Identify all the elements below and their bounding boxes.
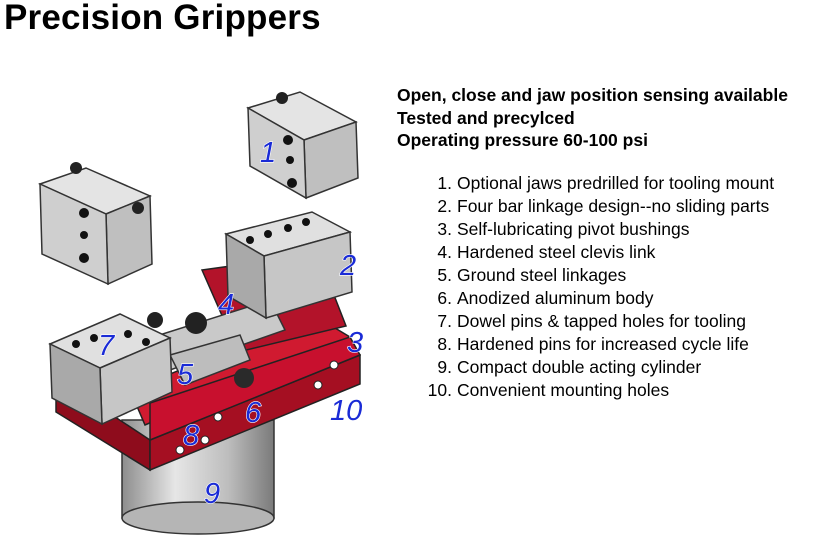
- list-text: Compact double acting cylinder: [457, 357, 702, 377]
- feature-list: Open, close and jaw position sensing ava…: [397, 84, 788, 152]
- list-number: 3.: [437, 219, 452, 239]
- callout-5: 5: [177, 359, 194, 391]
- linkages: [147, 299, 287, 388]
- feature-pressure: Operating pressure 60-100 psi: [397, 130, 648, 150]
- list-number: 7.: [437, 311, 452, 331]
- list-item: 10.Convenient mounting holes: [412, 379, 774, 402]
- list-text: Dowel pins & tapped holes for tooling: [457, 311, 746, 331]
- list-item: 9.Compact double acting cylinder: [412, 356, 774, 379]
- list-number: 8.: [437, 334, 452, 354]
- callout-6: 6: [245, 397, 262, 429]
- list-item: 4.Hardened steel clevis link: [412, 241, 774, 264]
- finger-left: [37, 162, 153, 286]
- list-number: 4.: [437, 242, 452, 262]
- list-number: 10.: [427, 380, 452, 400]
- feature-sensing: Open, close and jaw position sensing ava…: [397, 85, 788, 105]
- list-text: Hardened pins for increased cycle life: [457, 334, 749, 354]
- list-item: 7.Dowel pins & tapped holes for tooling: [412, 310, 774, 333]
- callout-3: 3: [347, 327, 363, 359]
- callout-7: 7: [98, 330, 116, 362]
- list-text: Optional jaws predrilled for tooling mou…: [457, 173, 775, 193]
- parts-list: 1.Optional jaws predrilled for tooling m…: [412, 172, 774, 402]
- page-title: Precision Grippers: [4, 0, 321, 37]
- list-item: 5.Ground steel linkages: [412, 264, 774, 287]
- gripper-illustration: 1 2 3 4 5 6 7 8 9 10: [37, 91, 364, 535]
- list-number: 6.: [437, 288, 452, 308]
- list-number: 2.: [437, 196, 452, 216]
- list-text: Self-lubricating pivot bushings: [457, 219, 690, 239]
- callout-1: 1: [260, 137, 276, 169]
- list-item: 3.Self-lubricating pivot bushings: [412, 218, 774, 241]
- jaw-right: [224, 211, 353, 320]
- callout-9: 9: [204, 478, 220, 510]
- list-item: 8.Hardened pins for increased cycle life: [412, 333, 774, 356]
- list-item: 6.Anodized aluminum body: [412, 287, 774, 310]
- list-text: Ground steel linkages: [457, 265, 627, 285]
- list-number: 9.: [437, 357, 452, 377]
- list-number: 5.: [437, 265, 452, 285]
- list-number: 1.: [437, 173, 452, 193]
- list-text: Convenient mounting holes: [457, 380, 670, 400]
- callout-2: 2: [339, 250, 356, 282]
- list-text: Four bar linkage design--no sliding part…: [457, 196, 770, 216]
- finger-right: [246, 91, 359, 200]
- jaw-left: [48, 313, 173, 426]
- callout-8: 8: [183, 420, 199, 452]
- list-item: 1.Optional jaws predrilled for tooling m…: [412, 172, 774, 195]
- list-text: Anodized aluminum body: [457, 288, 654, 308]
- list-item: 2.Four bar linkage design--no sliding pa…: [412, 195, 774, 218]
- callout-10: 10: [330, 395, 362, 427]
- callout-4: 4: [218, 289, 234, 321]
- feature-tested: Tested and precylced: [397, 107, 575, 128]
- list-text: Hardened steel clevis link: [457, 242, 656, 262]
